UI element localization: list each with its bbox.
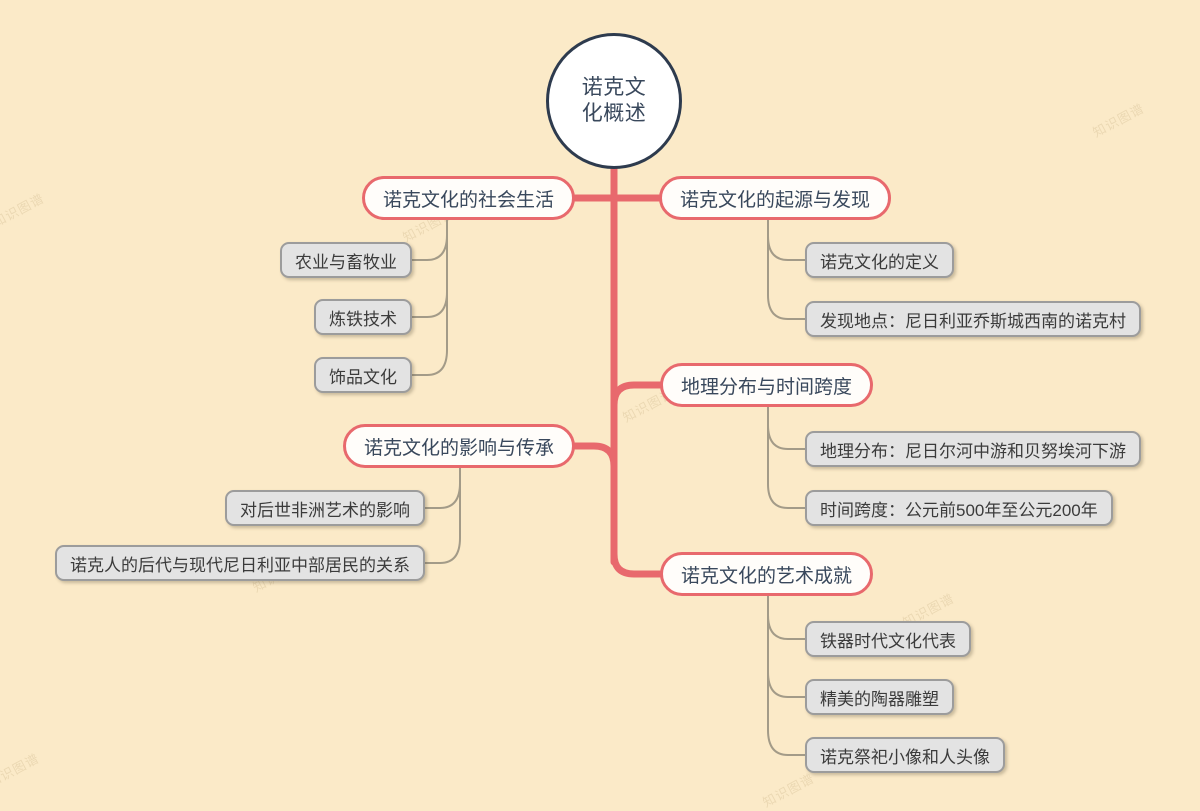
watermark: 知识图谱: [760, 770, 817, 811]
leaf-line-ironwork: [411, 219, 448, 318]
leaf-line-distribution: [767, 406, 806, 450]
branch-label: 诺克文化的起源与发现: [680, 189, 871, 211]
watermark: 知识图谱: [0, 190, 47, 231]
leaf-node-pottery[interactable]: 精美的陶器雕塑: [805, 679, 954, 715]
center-node-label: 诺克文 化概述: [582, 75, 647, 128]
leaf-node-art-influence[interactable]: 对后世非洲艺术的影响: [225, 490, 425, 526]
leaf-node-ornament[interactable]: 饰品文化: [314, 357, 412, 393]
leaf-line-descendants: [424, 467, 461, 564]
leaf-label: 炼铁技术: [329, 309, 397, 329]
leaf-node-figurines[interactable]: 诺克祭祀小像和人头像: [805, 737, 1005, 773]
leaf-label: 铁器时代文化代表: [820, 631, 956, 651]
leaf-label: 饰品文化: [329, 367, 397, 387]
leaf-line-figurines: [767, 595, 806, 756]
trunk-to-geography: [610, 381, 664, 409]
branch-node-influence[interactable]: 诺克文化的影响与传承: [343, 424, 576, 468]
branch-node-origin[interactable]: 诺克文化的起源与发现: [659, 176, 892, 220]
leaf-label: 精美的陶器雕塑: [820, 689, 939, 709]
leaf-node-definition[interactable]: 诺克文化的定义: [805, 242, 954, 278]
leaf-node-discovery-site[interactable]: 发现地点：尼日利亚乔斯城西南的诺克村: [805, 301, 1141, 337]
branch-label: 诺克文化的社会生活: [383, 189, 555, 211]
branch-node-social-life[interactable]: 诺克文化的社会生活: [362, 176, 576, 220]
leaf-label: 农业与畜牧业: [295, 252, 397, 272]
watermark: 知识图谱: [0, 750, 42, 791]
center-node-label-line2: 化概述: [581, 102, 647, 125]
leaf-node-descendants[interactable]: 诺克人的后代与现代尼日利亚中部居民的关系: [55, 545, 425, 581]
trunk-to-art: [610, 550, 664, 578]
leaf-line-definition: [767, 219, 806, 261]
leaf-label: 发现地点：尼日利亚乔斯城西南的诺克村: [820, 311, 1126, 331]
leaf-line-pottery: [767, 595, 806, 698]
leaf-line-art-influence: [424, 467, 461, 509]
branch-label: 诺克文化的影响与传承: [364, 437, 555, 459]
leaf-connector-group: [411, 219, 806, 756]
leaf-label: 诺克文化的定义: [820, 252, 939, 272]
branch-node-art[interactable]: 诺克文化的艺术成就: [660, 552, 874, 596]
leaf-node-distribution[interactable]: 地理分布：尼日尔河中游和贝努埃河下游: [805, 431, 1141, 467]
leaf-line-discovery-site: [767, 219, 806, 320]
leaf-line-ornament: [411, 219, 448, 376]
leaf-node-iron-age[interactable]: 铁器时代文化代表: [805, 621, 971, 657]
leaf-line-iron-age: [767, 595, 806, 640]
branch-label: 诺克文化的艺术成就: [681, 565, 853, 587]
center-node-label-line1: 诺克文: [581, 75, 647, 99]
leaf-line-timespan: [767, 406, 806, 509]
watermark: 知识图谱: [1090, 100, 1147, 141]
leaf-node-timespan[interactable]: 时间跨度：公元前500年至公元200年: [805, 490, 1113, 526]
branch-node-geography[interactable]: 地理分布与时间跨度: [660, 363, 874, 407]
leaf-label: 对后世非洲艺术的影响: [240, 500, 410, 520]
branch-label: 地理分布与时间跨度: [681, 376, 853, 398]
leaf-label: 诺克祭祀小像和人头像: [820, 747, 990, 767]
trunk-to-influence: [571, 442, 618, 470]
leaf-node-ironwork[interactable]: 炼铁技术: [314, 299, 412, 335]
leaf-label: 诺克人的后代与现代尼日利亚中部居民的关系: [70, 555, 410, 575]
trunk-group: [571, 164, 664, 578]
leaf-label: 时间跨度：公元前500年至公元200年: [820, 500, 1098, 520]
center-node[interactable]: 诺克文 化概述: [546, 33, 682, 169]
leaf-line-agriculture: [411, 219, 448, 261]
leaf-label: 地理分布：尼日尔河中游和贝努埃河下游: [820, 441, 1126, 461]
leaf-node-agriculture[interactable]: 农业与畜牧业: [280, 242, 412, 278]
